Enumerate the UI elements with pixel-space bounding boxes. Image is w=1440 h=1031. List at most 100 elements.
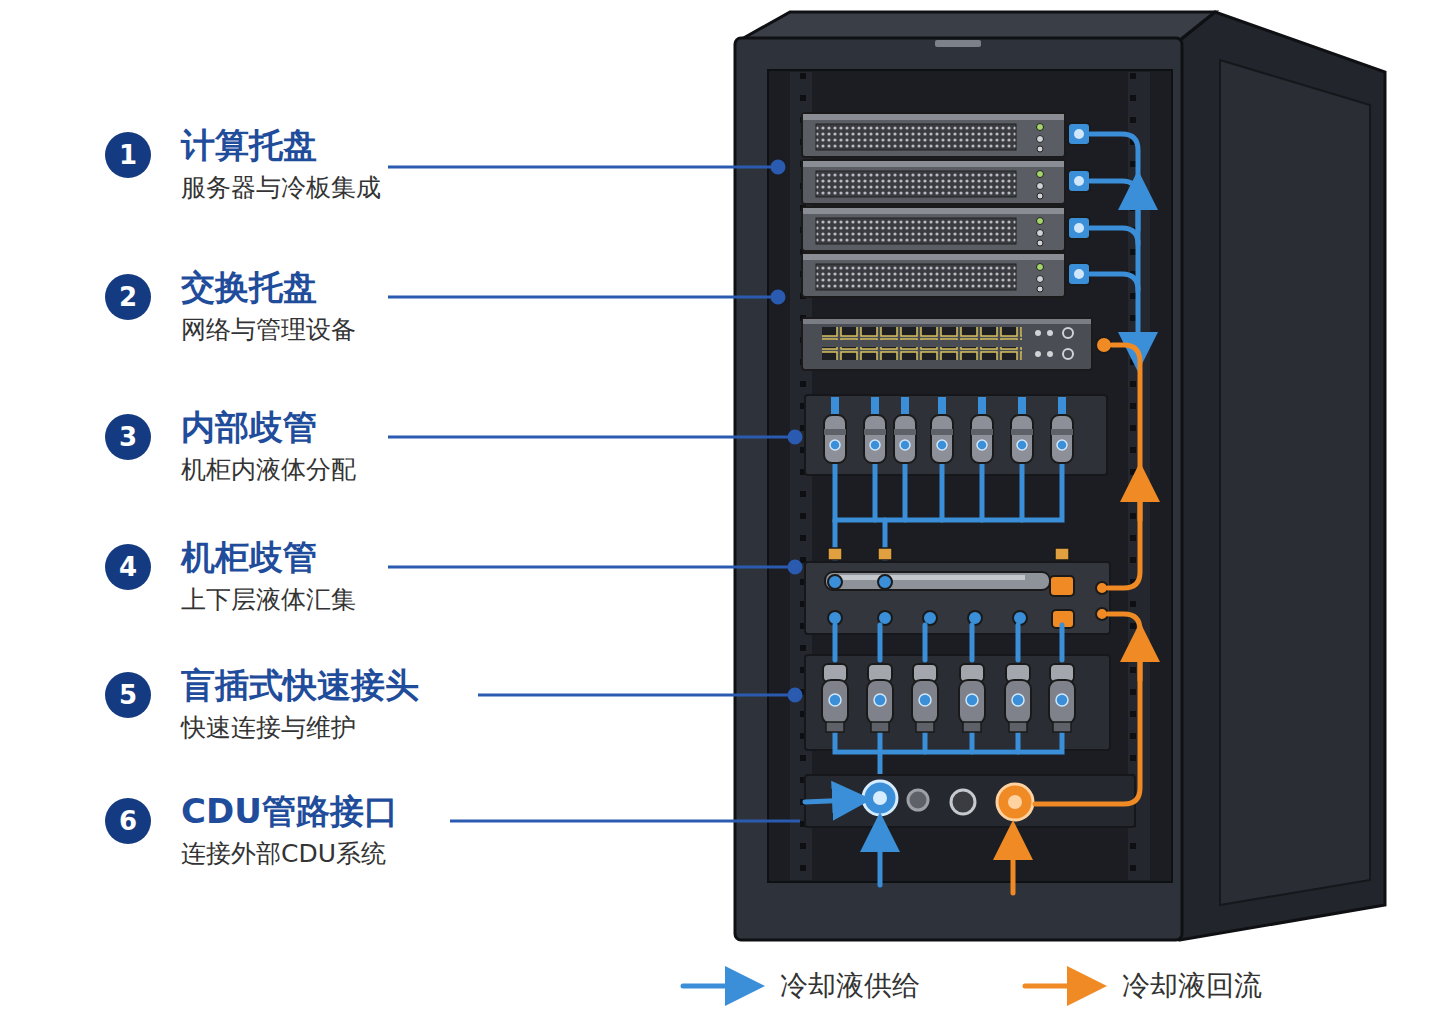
legend-label: 冷却液供给 xyxy=(780,968,920,1004)
supply-arrow-part xyxy=(878,832,883,885)
cabinet-part xyxy=(1220,60,1370,905)
cabinet-part xyxy=(1180,12,1385,940)
internal-manifold-part xyxy=(824,397,846,463)
internal-manifold-part-part xyxy=(1020,462,1025,520)
quick-connector-part xyxy=(959,664,985,732)
internal-manifold-part xyxy=(864,397,886,463)
switch-tray-part xyxy=(822,327,1022,340)
callout-title: 内部歧管 xyxy=(181,406,317,448)
internal-manifold-part-part xyxy=(980,462,985,520)
leader-line-part xyxy=(450,820,800,823)
callout-circle: 2交换托盘网络与管理设备 xyxy=(105,274,151,320)
callout-subtitle: 服务器与冷板集成 xyxy=(181,172,381,204)
callout-title: 盲插式快速接头 xyxy=(181,664,419,706)
leader-line-part xyxy=(388,436,795,439)
leader-line-part xyxy=(772,291,784,303)
compute-tray xyxy=(802,113,1090,297)
leader-line-part xyxy=(478,694,795,697)
switch-tray-part xyxy=(803,319,1091,324)
cdu-interface-part xyxy=(805,775,1135,827)
quick-connector xyxy=(805,625,1110,782)
switch-tray-part xyxy=(1035,330,1041,336)
callout-number: 1 xyxy=(105,132,151,178)
callout-title: 计算托盘 xyxy=(181,124,317,166)
quick-connector-part-part xyxy=(970,625,975,660)
supply-pipe-part xyxy=(1090,228,1138,244)
cabinet-part xyxy=(768,70,1172,882)
internal-manifold-part xyxy=(805,395,1107,475)
return-pipe-part xyxy=(1011,840,1016,893)
rack-manifold-part xyxy=(1013,611,1027,625)
compute-tray-part xyxy=(802,113,1090,157)
internal-manifold-part xyxy=(894,397,916,463)
quick-connector-part xyxy=(912,664,938,732)
cdu-interface xyxy=(805,775,1135,827)
callout-subtitle: 快速连接与维护 xyxy=(181,712,356,744)
supply-pipe-part xyxy=(1090,134,1138,352)
supply-arrow xyxy=(805,800,880,885)
rack-manifold-part xyxy=(805,562,1110,634)
compute-tray-part xyxy=(802,253,1090,297)
leader-line-part xyxy=(388,566,795,569)
quick-connector-part xyxy=(1005,664,1031,732)
callout-title: CDU管路接口 xyxy=(181,790,398,832)
switch-tray-part xyxy=(1047,351,1053,357)
cabinet-part xyxy=(935,40,981,47)
callout-number: 6 xyxy=(105,798,151,844)
internal-manifold xyxy=(805,395,1107,570)
internal-manifold-part xyxy=(931,397,953,463)
switch-tray-part xyxy=(822,347,1022,360)
cabinet-part xyxy=(735,38,1182,940)
quick-connector-part-part xyxy=(878,625,883,660)
rack-manifold-part xyxy=(878,575,892,589)
legend-label: 冷却液回流 xyxy=(1122,968,1262,1004)
return-pipe-part xyxy=(1138,482,1143,520)
callout-number: 5 xyxy=(105,672,151,718)
callout-number: 2 xyxy=(105,274,151,320)
callout-title: 机柜歧管 xyxy=(181,536,317,578)
leader-line-part xyxy=(789,689,801,701)
compute-tray-part xyxy=(802,207,1090,251)
supply-pipe xyxy=(1090,134,1138,352)
leader-line xyxy=(388,161,801,821)
internal-manifold-part xyxy=(835,462,1062,570)
switch-tray-part xyxy=(1035,351,1041,357)
rack-manifold-part xyxy=(1050,576,1074,596)
quick-connector-part xyxy=(1049,664,1075,732)
callout-circle: 1计算托盘服务器与冷板集成 xyxy=(105,132,151,178)
internal-manifold-part-part xyxy=(873,462,878,520)
supply-pipe-part xyxy=(1090,181,1138,197)
legend-sample-part xyxy=(1025,984,1087,989)
supply-arrow-part xyxy=(805,800,852,802)
rack-manifold-part xyxy=(828,575,842,589)
internal-manifold-part xyxy=(1051,397,1073,463)
internal-manifold-part xyxy=(1011,397,1033,463)
internal-manifold-part-part xyxy=(940,462,945,520)
cabinet-part xyxy=(740,12,1215,40)
supply-pipe-part xyxy=(1090,274,1138,290)
callout-subtitle: 连接外部CDU系统 xyxy=(181,838,386,870)
legend-sample-part xyxy=(683,984,745,989)
quick-connector-part xyxy=(867,664,893,732)
return-pipe-part xyxy=(1035,614,1140,804)
quick-connector-part xyxy=(835,625,1062,782)
rack-manifold-part xyxy=(835,575,1025,580)
quick-connector-part xyxy=(822,664,848,732)
quick-connector-part-part xyxy=(833,625,838,660)
cdu-interface-part xyxy=(997,784,1033,820)
switch-tray-part xyxy=(802,318,1092,370)
rack-manifold-part xyxy=(1055,548,1069,560)
quick-connector-part-part xyxy=(1016,625,1021,660)
cabinet xyxy=(735,12,1385,940)
return-pipe-part xyxy=(1138,642,1143,680)
internal-manifold-part-part xyxy=(835,462,1062,520)
callout-circle: 4机柜歧管上下层液体汇集 xyxy=(105,544,151,590)
rack-manifold-part xyxy=(878,548,892,560)
internal-manifold-part-part xyxy=(903,462,908,520)
leader-line-part xyxy=(789,431,801,443)
switch-tray-part xyxy=(1063,349,1073,359)
leader-line-part xyxy=(388,166,778,169)
callout-circle: 5盲插式快速接头快速连接与维护 xyxy=(105,672,151,718)
rack-manifold-part xyxy=(828,548,842,560)
cdu-interface-part xyxy=(1008,795,1022,809)
